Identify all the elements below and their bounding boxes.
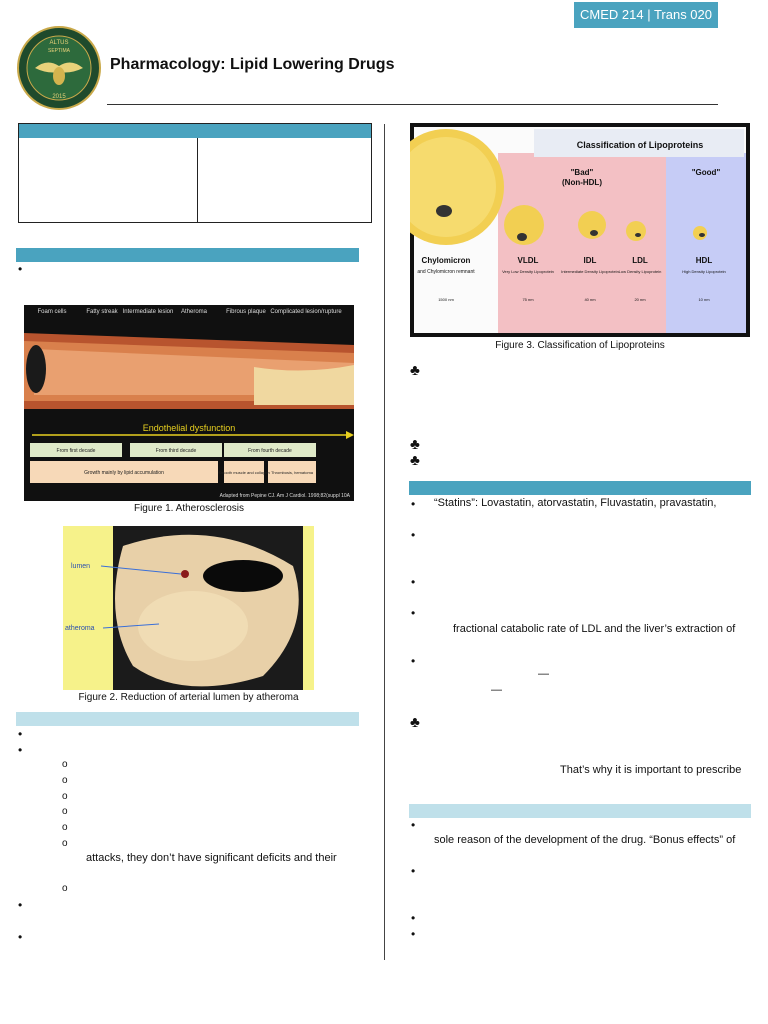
bullet: • [411, 528, 416, 542]
section-header-bar [409, 481, 751, 495]
stage-label: Complicated lesion/rupture [270, 309, 342, 315]
atheroma-label: atheroma [65, 625, 95, 632]
particle-size: 1500 nm [438, 297, 454, 302]
particle-name: IDL [584, 256, 597, 265]
particle-name: LDL [632, 256, 648, 265]
bullet: • [18, 930, 23, 944]
decade-label: From fourth decade [248, 448, 292, 454]
figure-lipoprotein-classification: Classification of Lipoproteins "Bad" (No… [410, 123, 750, 337]
bullet: • [411, 497, 416, 511]
course-badge: CMED 214 | Trans 020 [574, 2, 718, 28]
figure-caption: Figure 1. Atherosclerosis [133, 503, 245, 514]
figure-caption: Figure 3. Classification of Lipoproteins [495, 340, 665, 351]
figure-arterial-lumen: lumen atheroma [63, 526, 314, 690]
bullet: • [411, 654, 416, 668]
bad-sublabel: (Non-HDL) [562, 178, 602, 187]
stage-label: Fibrous plaque [226, 309, 266, 315]
figure3-title: Classification of Lipoproteins [577, 140, 704, 150]
dash: — [491, 684, 502, 696]
stage-label: Fatty streak [86, 309, 118, 315]
page-title: Pharmacology: Lipid Lowering Drugs [110, 56, 395, 73]
dash: — [538, 668, 549, 680]
bullet: • [411, 575, 416, 589]
section-header-bar [16, 248, 359, 262]
body-text: fractional catabolic rate of LDL and the… [453, 623, 736, 635]
svg-text:SEPTIMA: SEPTIMA [48, 48, 71, 54]
decade-label: From first decade [57, 448, 96, 454]
person-icon: ♣ [410, 452, 420, 469]
sub-bullet: o [62, 883, 68, 894]
bad-label: "Bad" [571, 168, 594, 177]
bullet: • [18, 743, 23, 757]
particle-size: 10 nm [698, 297, 710, 302]
particle-name: VLDL [518, 256, 539, 265]
good-label: "Good" [692, 168, 721, 177]
stage-label: Intermediate lesion [123, 309, 174, 315]
bullet: • [411, 911, 416, 925]
particle-size: 40 nm [584, 297, 596, 302]
sub-bullet: o [62, 791, 68, 802]
section-header-bar [409, 804, 751, 818]
particle-size: 75 nm [522, 297, 534, 302]
body-text: sole reason of the development of the dr… [434, 834, 736, 846]
class-logo: ALTUS SEPTIMA 2015 [17, 26, 101, 110]
column-divider [384, 124, 385, 960]
bullet: • [411, 606, 416, 620]
sub-bullet: o [62, 838, 68, 849]
bullet: • [411, 818, 416, 832]
person-icon: ♣ [410, 436, 420, 453]
summary-table-divider [197, 138, 198, 222]
svg-text:2015: 2015 [52, 94, 66, 100]
particle-sub: High Density Lipoprotein [682, 269, 726, 274]
person-icon: ♣ [410, 362, 420, 379]
stage-label: Atheroma [181, 309, 208, 315]
header-rule [107, 104, 718, 105]
bullet: • [411, 927, 416, 941]
dysfunction-label: Endothelial dysfunction [143, 423, 236, 433]
stage-label: Foam cells [37, 309, 66, 315]
growth-label: Growth mainly by lipid accumulation [84, 470, 164, 476]
particle-size: 20 nm [634, 297, 646, 302]
particle-sub: and Chylomicron remnant [417, 269, 475, 275]
growth-label: Thrombosis, hematoma [271, 470, 314, 475]
figure-source: Adapted from Pepine CJ. Am J Cardiol. 19… [220, 493, 351, 499]
body-text: attacks, they don’t have significant def… [86, 852, 337, 864]
lumen-label: lumen [71, 563, 90, 570]
person-icon: ♣ [410, 714, 420, 731]
svg-text:ALTUS: ALTUS [50, 40, 69, 46]
particle-sub: Very Low Density Lipoprotein [502, 269, 554, 274]
bullet: • [18, 898, 23, 912]
growth-label: Smooth muscle and collagen [218, 470, 269, 475]
sub-bullet: o [62, 822, 68, 833]
body-text: That’s why it is important to prescribe [560, 764, 742, 776]
particle-sub: Intermediate Density Lipoprotein [561, 269, 619, 274]
figure-caption: Figure 2. Reduction of arterial lumen by… [78, 692, 299, 703]
body-text: “Statins”: Lovastatin, atorvastatin, Flu… [434, 497, 717, 509]
section-header-bar [16, 712, 359, 726]
bullet: • [411, 864, 416, 878]
particle-name: HDL [696, 256, 713, 265]
summary-table-header [19, 124, 371, 138]
bullet: • [18, 727, 23, 741]
particle-sub: Low Density Lipoprotein [619, 269, 662, 274]
sub-bullet: o [62, 806, 68, 817]
sub-bullet: o [62, 759, 68, 770]
figure-atherosclerosis: Foam cells Fatty streak Intermediate les… [24, 305, 354, 501]
bullet: • [18, 262, 23, 276]
decade-label: From third decade [156, 448, 197, 454]
particle-name: Chylomicron [422, 256, 471, 265]
summary-table [18, 123, 372, 223]
sub-bullet: o [62, 775, 68, 786]
